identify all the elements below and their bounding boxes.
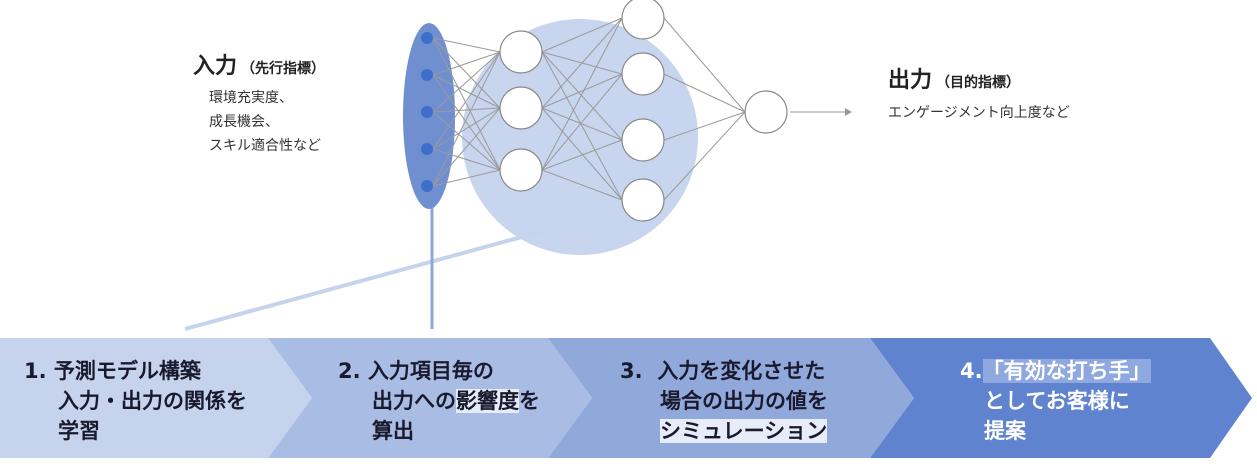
network-edge (541, 169, 623, 201)
network-edges (432, 17, 746, 201)
step2-line2-post: を (519, 389, 540, 413)
network-edge (432, 37, 501, 109)
output-node (744, 90, 788, 134)
output-title: 出力 (888, 68, 933, 93)
network-edge (432, 74, 501, 171)
step2-line2-pre: 出力への (372, 389, 456, 413)
step4-arrow (870, 338, 1252, 458)
output-title-row: 出力（目的指標） (888, 62, 1070, 94)
input-item: スキル適合性など (209, 138, 321, 154)
step3-line2: 場合の出力の値を (660, 389, 828, 413)
step4-text: 4.「有効な打ち手」 としてお客様に 提案 (960, 356, 1151, 446)
step3-text: 3. 入力を変化させた 場合の出力の値を シミュレーション (620, 356, 828, 446)
step2-text: 2. 入力項目毎の 出力への影響度を 算出 (338, 356, 540, 446)
network-edge (432, 169, 501, 187)
step2-highlight: 影響度 (456, 389, 519, 413)
network-edge (541, 17, 623, 171)
step1-arrow (0, 338, 312, 458)
step1-line2: 入力・出力の関係を (58, 389, 247, 413)
step4-number: 4. (960, 359, 983, 383)
blob-connector-line (184, 230, 541, 331)
input-node (421, 69, 433, 81)
output-subtitle: （目的指標） (936, 75, 1021, 91)
step2-line1: 入力項目毎の (367, 359, 494, 383)
step4-line3: 提案 (984, 419, 1026, 443)
hidden1-node (499, 30, 543, 74)
input-node (421, 180, 433, 192)
output-label: 出力（目的指標） エンゲージメント向上度など (888, 62, 1070, 122)
network-edge (541, 73, 623, 109)
input-label: 入力（先行指標） 環境充実度、 成長機会、 スキル適合性など (193, 48, 325, 158)
network-edge (432, 148, 501, 171)
network-edge (432, 74, 501, 109)
step1-line3: 学習 (58, 419, 100, 443)
step1-text: 1. 予測モデル構築 入力・出力の関係を 学習 (24, 356, 247, 446)
output-items: エンゲージメント向上度など (888, 105, 1070, 121)
step2-number: 2. (338, 359, 361, 383)
hidden2-node (621, 0, 665, 40)
step3-line3: シミュレーション (660, 416, 828, 446)
network-edge (541, 107, 623, 141)
network-edge (541, 17, 623, 53)
step4-line: 4.「有効な打ち手」 (960, 356, 1151, 386)
network-edge (432, 111, 501, 171)
step2-arrow (268, 338, 592, 458)
step4-line2: としてお客様に (984, 389, 1130, 413)
network-nodes (421, 0, 788, 222)
network-edge (432, 107, 501, 187)
network-edge (432, 51, 501, 187)
network-edge (541, 107, 623, 201)
network-edge (663, 17, 746, 113)
network-edge (541, 51, 623, 201)
input-title: 入力 (193, 54, 238, 79)
network-edge (432, 37, 501, 53)
step3-number: 3. (620, 359, 643, 383)
step3-highlight: シミュレーション (660, 419, 828, 443)
step2-line: 2. 入力項目毎の (338, 356, 540, 386)
hidden1-node (499, 148, 543, 192)
input-item: 成長機会、 (209, 114, 279, 130)
step1-number: 1. (24, 359, 47, 383)
hidden1-node (499, 86, 543, 130)
step3-line: 3. 入力を変化させた (620, 356, 828, 386)
network-edge (541, 17, 623, 109)
step1-line: 1. 予測モデル構築 (24, 356, 247, 386)
step3-line1: 入力を変化させた (657, 359, 826, 383)
network-edge (541, 51, 623, 141)
input-item: 環境充実度、 (209, 90, 293, 106)
output-arrowhead (845, 108, 852, 116)
network-edge (663, 73, 746, 113)
input-title-row: 入力（先行指標） (193, 48, 325, 80)
hidden2-node (621, 52, 665, 96)
network-edge (541, 139, 623, 171)
input-node (421, 106, 433, 118)
network-edge (432, 107, 501, 150)
step2-line3: 算出 (372, 419, 414, 443)
step1-line1: 予測モデル構築 (53, 359, 201, 383)
network-edge (432, 37, 501, 171)
network-edge (432, 51, 501, 150)
input-node (421, 32, 433, 44)
input-items: 環境充実度、 成長機会、 スキル適合性など (209, 86, 325, 158)
hidden2-node (621, 178, 665, 222)
input-node (421, 143, 433, 155)
step2-line2: 出力への影響度を (372, 386, 540, 416)
network-edge (432, 51, 501, 76)
network-edge (663, 111, 746, 141)
input-subtitle: （先行指標） (241, 61, 326, 77)
network-edge (541, 73, 623, 171)
network-edge (432, 51, 501, 113)
network-edge (663, 111, 746, 201)
hidden2-node (621, 118, 665, 162)
step4-highlight: 「有効な打ち手」 (982, 359, 1151, 383)
network-edge (432, 107, 501, 113)
